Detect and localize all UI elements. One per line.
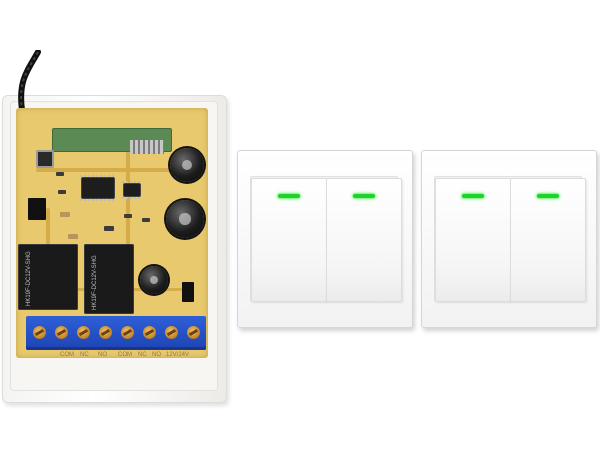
indicator-led [462, 194, 484, 198]
terminal-label: NC [138, 352, 147, 358]
terminal-label: COM [60, 352, 74, 358]
terminal-screw [99, 326, 112, 339]
terminal-screw [55, 326, 68, 339]
terminal-screw [77, 326, 90, 339]
terminal-screw [165, 326, 178, 339]
capacitor-large [166, 200, 204, 238]
terminal-screw [187, 326, 200, 339]
rocker-key [326, 178, 402, 302]
indicator-led [537, 194, 559, 198]
terminal-label: COM [118, 352, 132, 358]
smd-component [58, 190, 66, 194]
jumper-pins [28, 198, 46, 220]
terminal-screw [121, 326, 134, 339]
terminal-screw [143, 326, 156, 339]
ic-chip [80, 175, 116, 201]
rocker-key [510, 178, 586, 302]
jumper-pins [182, 282, 194, 302]
wall-switch-panel [421, 150, 597, 328]
screw-terminal-block [26, 316, 206, 350]
terminal-label: NC [80, 352, 89, 358]
voltage-label: 12V/24V [166, 352, 190, 358]
smd-component [56, 172, 64, 176]
terminal-label: NO [152, 352, 161, 358]
ic-chip [122, 181, 142, 199]
smd-component [60, 212, 70, 217]
smd-component [124, 214, 132, 218]
terminal-screw [33, 326, 46, 339]
rocker-key [435, 178, 511, 302]
switch-frame [434, 176, 586, 302]
wall-switch-panel [237, 150, 413, 328]
smd-component [68, 234, 78, 239]
smd-component [142, 218, 150, 222]
rocker-key [251, 178, 327, 302]
relay: HK19F-DC12V-SHG [18, 244, 78, 310]
smd-component [104, 226, 114, 231]
indicator-led [353, 194, 375, 198]
capacitor-large [170, 148, 204, 182]
switch-frame [250, 176, 402, 302]
terminal-label: NO [98, 352, 107, 358]
rf-pin-header [130, 140, 164, 154]
indicator-led [278, 194, 300, 198]
relay: HK19F-DC12V-SHG [84, 244, 134, 314]
learn-button [36, 150, 54, 168]
inductor-coil [140, 266, 168, 294]
